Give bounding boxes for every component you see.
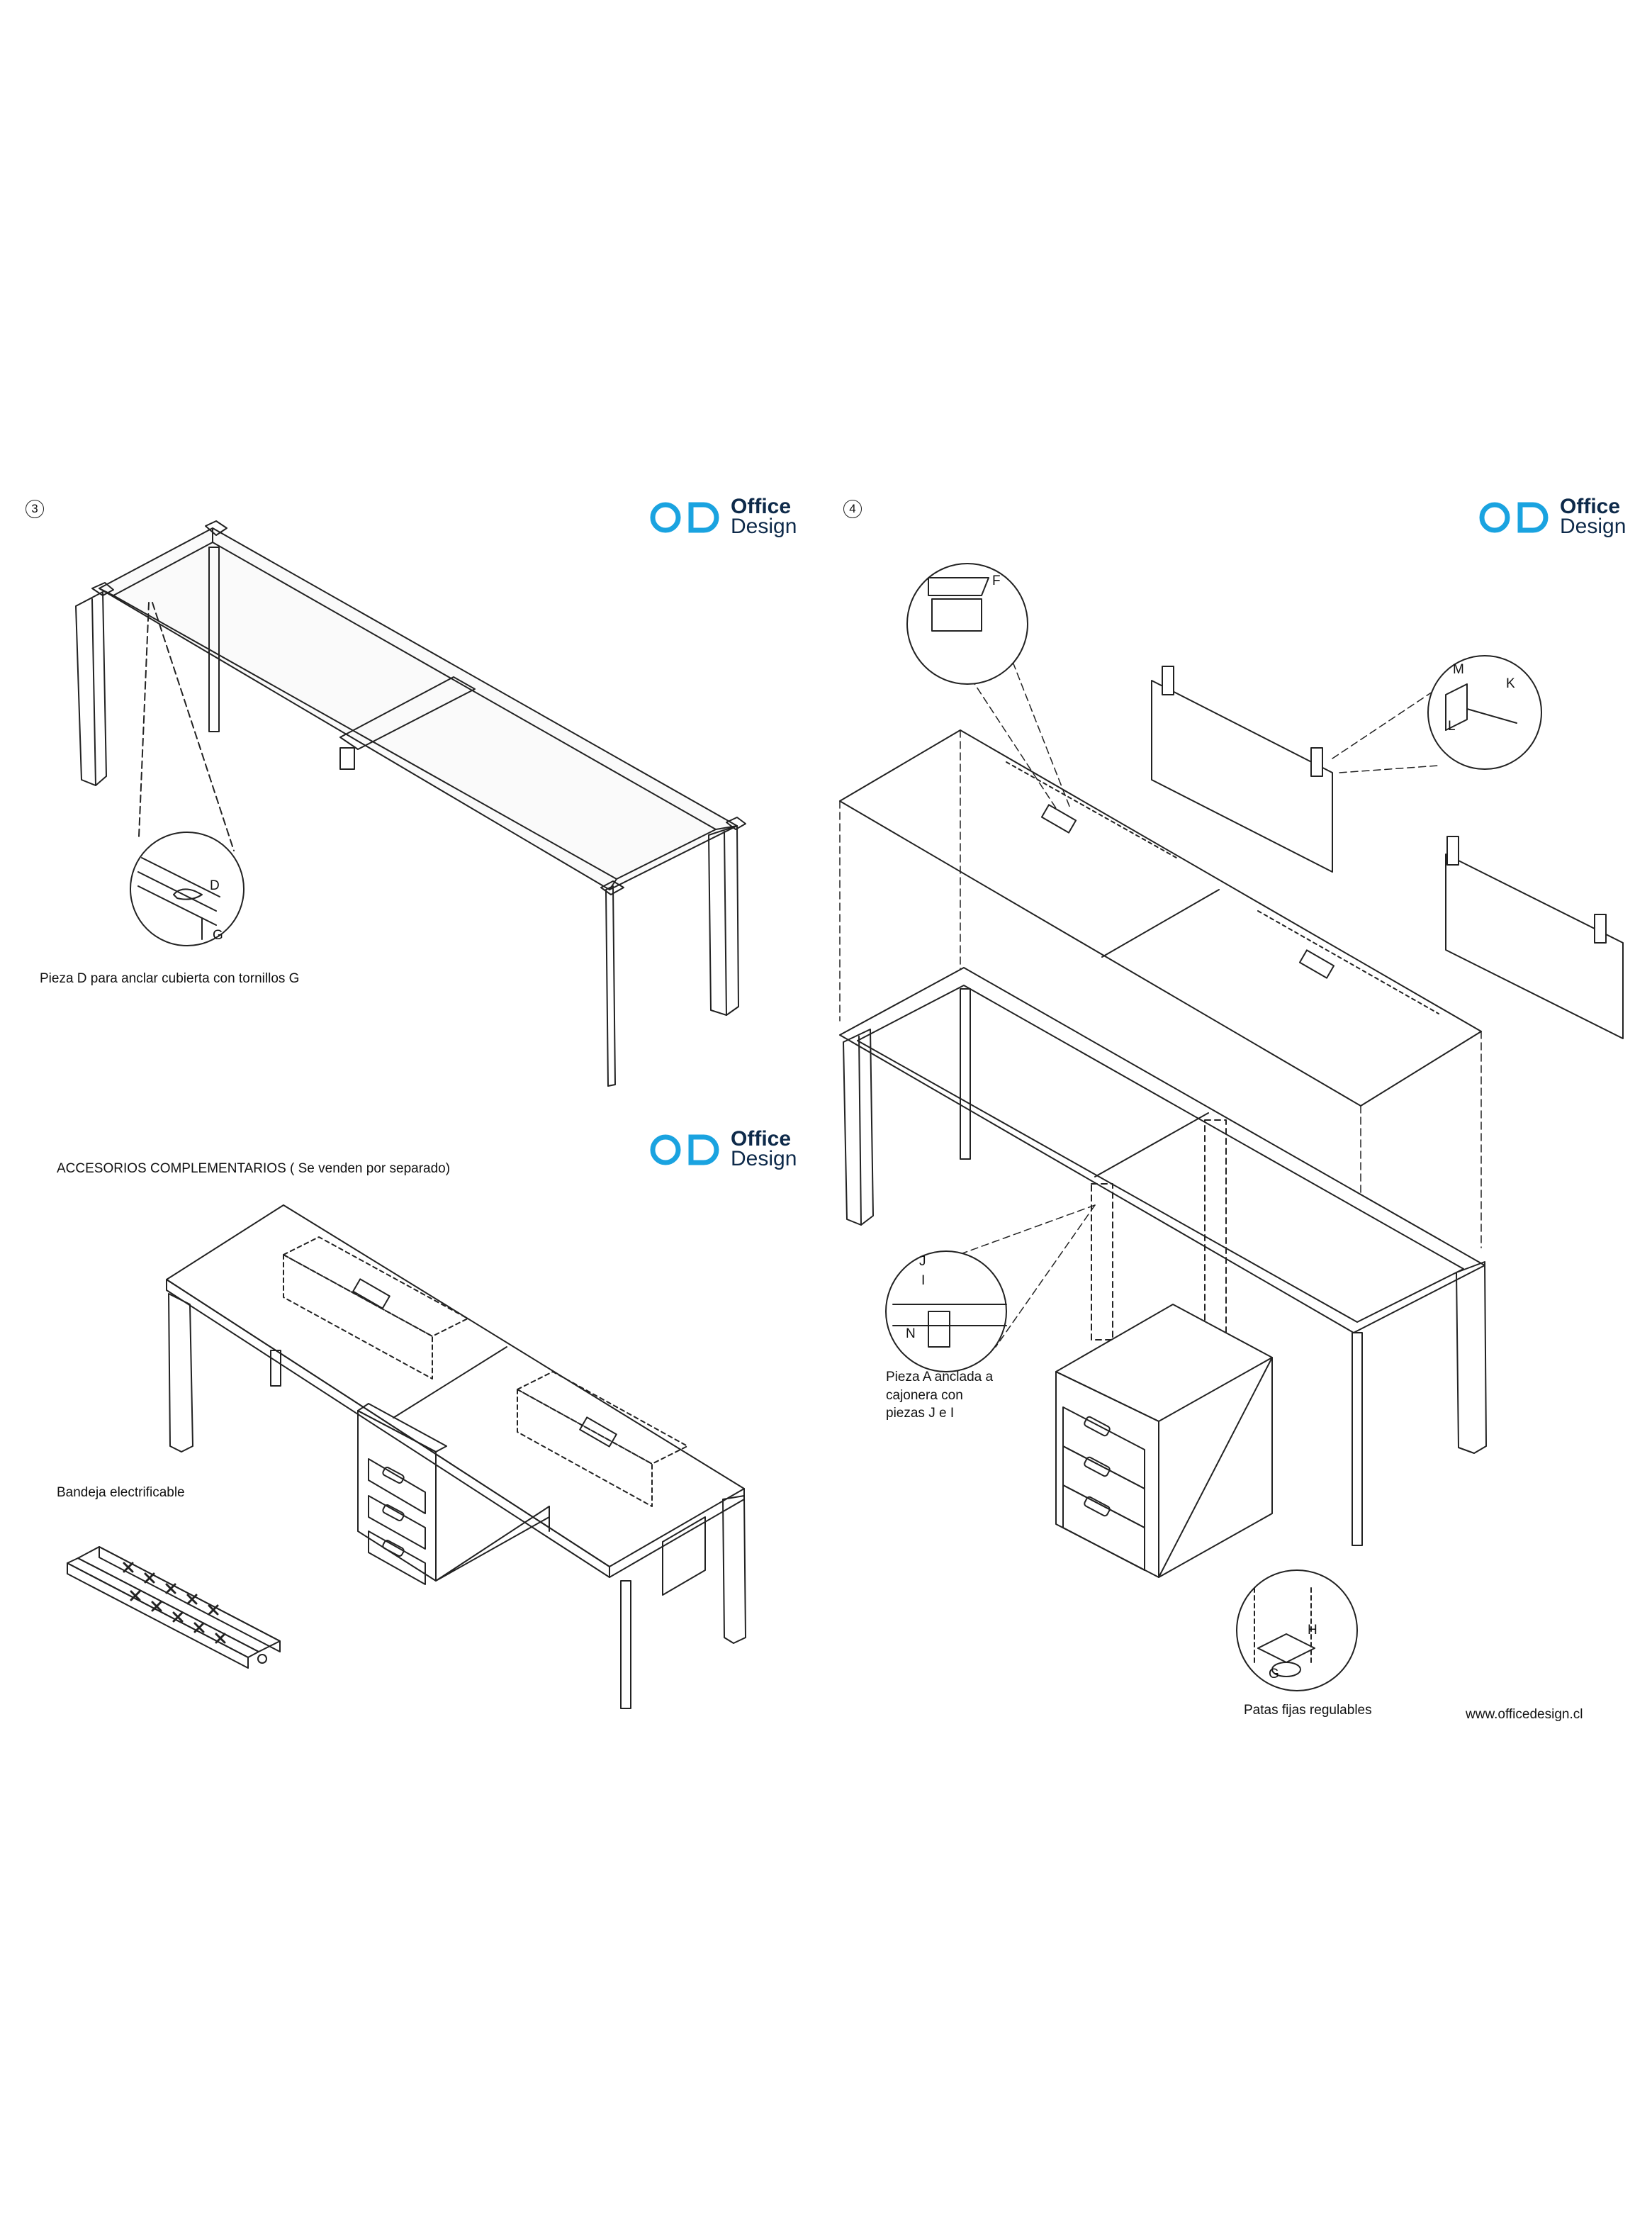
step-number-4: 4: [843, 500, 862, 518]
part-label-j: J: [919, 1254, 926, 1269]
step3-frame-drawing: [75, 520, 746, 1087]
brand-word-office: Office: [731, 495, 792, 518]
brand-word-office: Office: [1560, 495, 1621, 518]
feet-caption: Patas fijas regulables: [1244, 1703, 1372, 1718]
od-logo-icon: [650, 1134, 719, 1165]
accessories-title: ACCESORIOS COMPLEMENTARIOS ( Se venden p…: [57, 1161, 451, 1176]
anchor-caption: Pieza A anclada a cajonera con piezas J …: [886, 1368, 993, 1423]
brand-logo: Office Design: [1478, 496, 1648, 539]
brand-logo: Office Design: [648, 496, 819, 539]
od-logo-icon: [1479, 502, 1549, 533]
step4-assembly-drawing: [839, 563, 1624, 1691]
part-label-f: F: [992, 573, 1001, 588]
part-label-d: D: [210, 878, 220, 893]
part-label-k: K: [1506, 676, 1515, 691]
od-logo-icon: [650, 502, 719, 533]
part-label-m: M: [1453, 662, 1464, 677]
brand-word-design: Design: [1560, 515, 1626, 538]
part-label-g-foot: G: [1269, 1667, 1279, 1681]
brand-logo: Office Design: [648, 1129, 819, 1171]
step3-caption: Pieza D para anclar cubierta con tornill…: [40, 971, 300, 986]
brand-word-office: Office: [731, 1127, 792, 1151]
anchor-caption-line2: cajonera con: [886, 1387, 963, 1403]
cable-tray-drawing: [67, 1546, 281, 1669]
accessories-desk-drawing: [166, 1204, 746, 1709]
part-label-l: L: [1448, 719, 1456, 734]
part-label-i: I: [921, 1273, 926, 1288]
website-link[interactable]: www.officedesign.cl: [1466, 1707, 1583, 1722]
brand-word-design: Design: [731, 1147, 797, 1170]
part-label-h: H: [1308, 1623, 1317, 1638]
tray-caption: Bandeja electrificable: [57, 1485, 185, 1500]
anchor-caption-line1: Pieza A anclada a: [886, 1370, 994, 1384]
step-number-3: 3: [26, 500, 44, 518]
part-label-g: G: [213, 928, 223, 943]
brand-word-design: Design: [731, 515, 797, 538]
part-label-n: N: [906, 1326, 916, 1341]
anchor-caption-line3: piezas J e I: [886, 1406, 955, 1421]
